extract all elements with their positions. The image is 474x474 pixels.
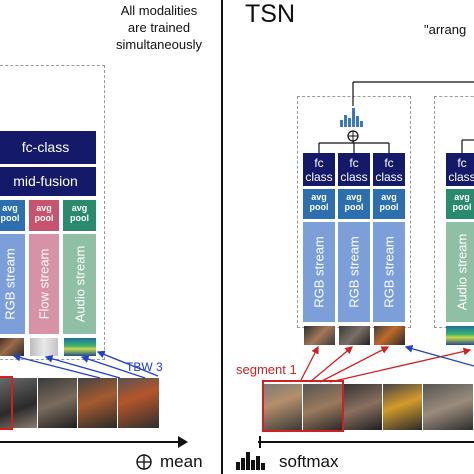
tsn-audio-fc-label: fc [457,156,467,170]
tsn-frame-strip [263,384,474,430]
left-panel-note: All modalities are trained simultaneousl… [100,2,218,53]
tsn-pool-line1-1: avg [311,192,327,202]
tsn-rgb-stream-2: RGB stream [338,222,370,322]
flow-avg-pool: avg pool [29,200,59,231]
tsn-class-label-3: class [375,170,403,184]
segment-1-highlight [262,380,344,432]
segment-arrow-4 [329,347,472,383]
left-frame-4 [118,378,160,428]
tsn-audio-avg-pool: avg pool [446,189,474,219]
audio-stream-block: Audio stream [63,234,96,334]
left-rgb-input-thumb [0,338,24,356]
segment-arrow-blue [404,344,474,367]
left-frame-2 [38,378,78,428]
tsn-class-label-2: class [340,170,368,184]
tsn-pool-line2-3: pool [379,202,399,212]
segment-arrow-2 [309,346,353,383]
tsn-rgb-input-thumb-3 [374,326,405,345]
flow-pool-line1: avg [36,203,52,213]
tsn-audio-spectrogram-thumb [446,326,474,345]
tsn-fc-label-2: fc [349,156,359,170]
tsn-pool-line2-1: pool [309,202,329,212]
tsn-pool-line1-2: avg [346,192,362,202]
tsn-fc-label-1: fc [314,156,324,170]
tsn-rgb-stream-3: RGB stream [373,222,405,322]
tsn-audio-class-label: class [448,170,474,184]
audio-pool-line1: avg [71,203,88,213]
tsn-fc-class-2: fc class [338,153,370,186]
segment-arrow-1 [299,345,319,383]
legend-mean-label: mean [160,452,203,471]
left-audio-spectrogram-thumb [64,338,96,356]
tbw-arrow-flow [44,355,121,379]
tsn-frame-2 [303,384,343,430]
tsn-avg-pool-2: avg pool [338,189,370,219]
left-frame-1 [0,378,38,428]
rgb-pool-line1: avg [2,203,18,213]
flow-stream-block: Flow stream [29,234,59,334]
tsn-pool-line2-2: pool [344,202,364,212]
tsn-fc-label-3: fc [384,156,394,170]
note-line-3: simultaneously [116,37,202,52]
tsn-fc-class-3: fc class [373,153,405,186]
fc-class-block: fc-class [0,131,96,164]
tsn-rgb-input-thumb-2 [339,326,370,345]
tsn-audio-pool-line2: pool [452,202,472,212]
tsn-audio-pool-line1: avg [454,192,470,202]
mid-fusion-block: mid-fusion [0,167,96,196]
tbw-label: TBW 3 [126,360,163,374]
audio-avg-pool: avg pool [63,200,96,231]
tbw-arrow-extra [96,350,159,377]
tsn-class-label-1: class [305,170,333,184]
tsn-audio-fc-class: fc class [446,153,474,186]
tsn-pool-line1-3: avg [381,192,397,202]
tbw-arrow-audio [80,355,146,379]
flow-input-thumb [30,338,58,356]
legend-softmax-icon [236,452,265,470]
tsn-audio-stream: Audio stream [446,222,474,322]
tsn-avg-pool-3: avg pool [373,189,405,219]
tsn-avg-pool-1: avg pool [303,189,335,219]
tbw-window-highlight [0,376,13,430]
tsn-frame-4 [383,384,423,430]
rgb-avg-pool: avg pool [0,200,25,231]
rgb-stream-block: RGB stream [0,234,25,334]
tbw-arrow-rgb [12,353,101,379]
tsn-frame-1 [263,384,303,430]
rgb-pool-line2: pool [0,213,20,223]
note-line-1: All modalities [120,3,198,18]
note-line-2: are trained [127,20,191,35]
legend-mean-icon [136,454,152,470]
segment-1-label: segment 1 [236,362,297,377]
tsn-rgb-stream-1: RGB stream [303,222,335,322]
flow-pool-line2: pool [34,213,54,223]
tsn-title: TSN [245,0,295,28]
tsn-fc-class-1: fc class [303,153,335,186]
legend-softmax-label: softmax [279,452,339,471]
left-frame-3 [78,378,118,428]
mid-fusion-label: mid-fusion [13,173,78,189]
tsn-note-partial: "arrang [424,22,467,37]
tsn-softmax-icon [340,108,363,127]
tsn-rgb-input-thumb-1 [304,326,335,345]
segment-arrow-3 [319,346,390,383]
tsn-frame-3 [343,384,383,430]
tsn-mean-icon [347,130,359,142]
audio-pool-line2: pool [70,213,89,223]
left-frame-strip [0,378,160,428]
left-time-axis-arrowhead [178,436,188,448]
fc-class-label: fc-class [21,139,70,155]
